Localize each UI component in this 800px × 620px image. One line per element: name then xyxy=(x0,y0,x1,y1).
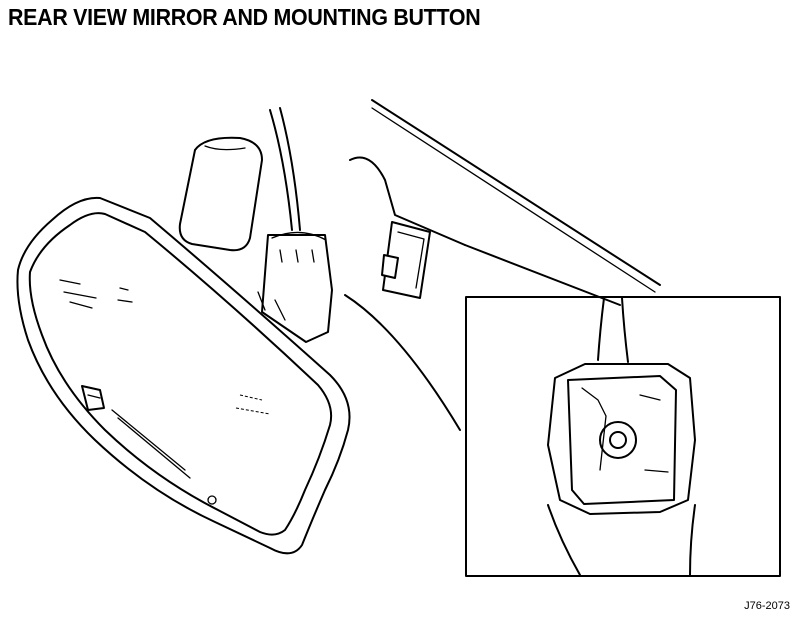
mirror-cover xyxy=(178,136,263,252)
diagram-title: REAR VIEW MIRROR AND MOUNTING BUTTON xyxy=(8,4,481,30)
windshield-panel xyxy=(344,99,661,431)
detail-inset xyxy=(465,296,781,577)
figure-code: J76-2073 xyxy=(744,600,790,612)
rear-view-mirror xyxy=(16,196,351,555)
mirror-mount xyxy=(257,231,333,343)
wiring-cable-edge xyxy=(279,107,301,231)
windshield-mounting-button xyxy=(381,221,431,299)
wiring-cable xyxy=(269,109,293,231)
